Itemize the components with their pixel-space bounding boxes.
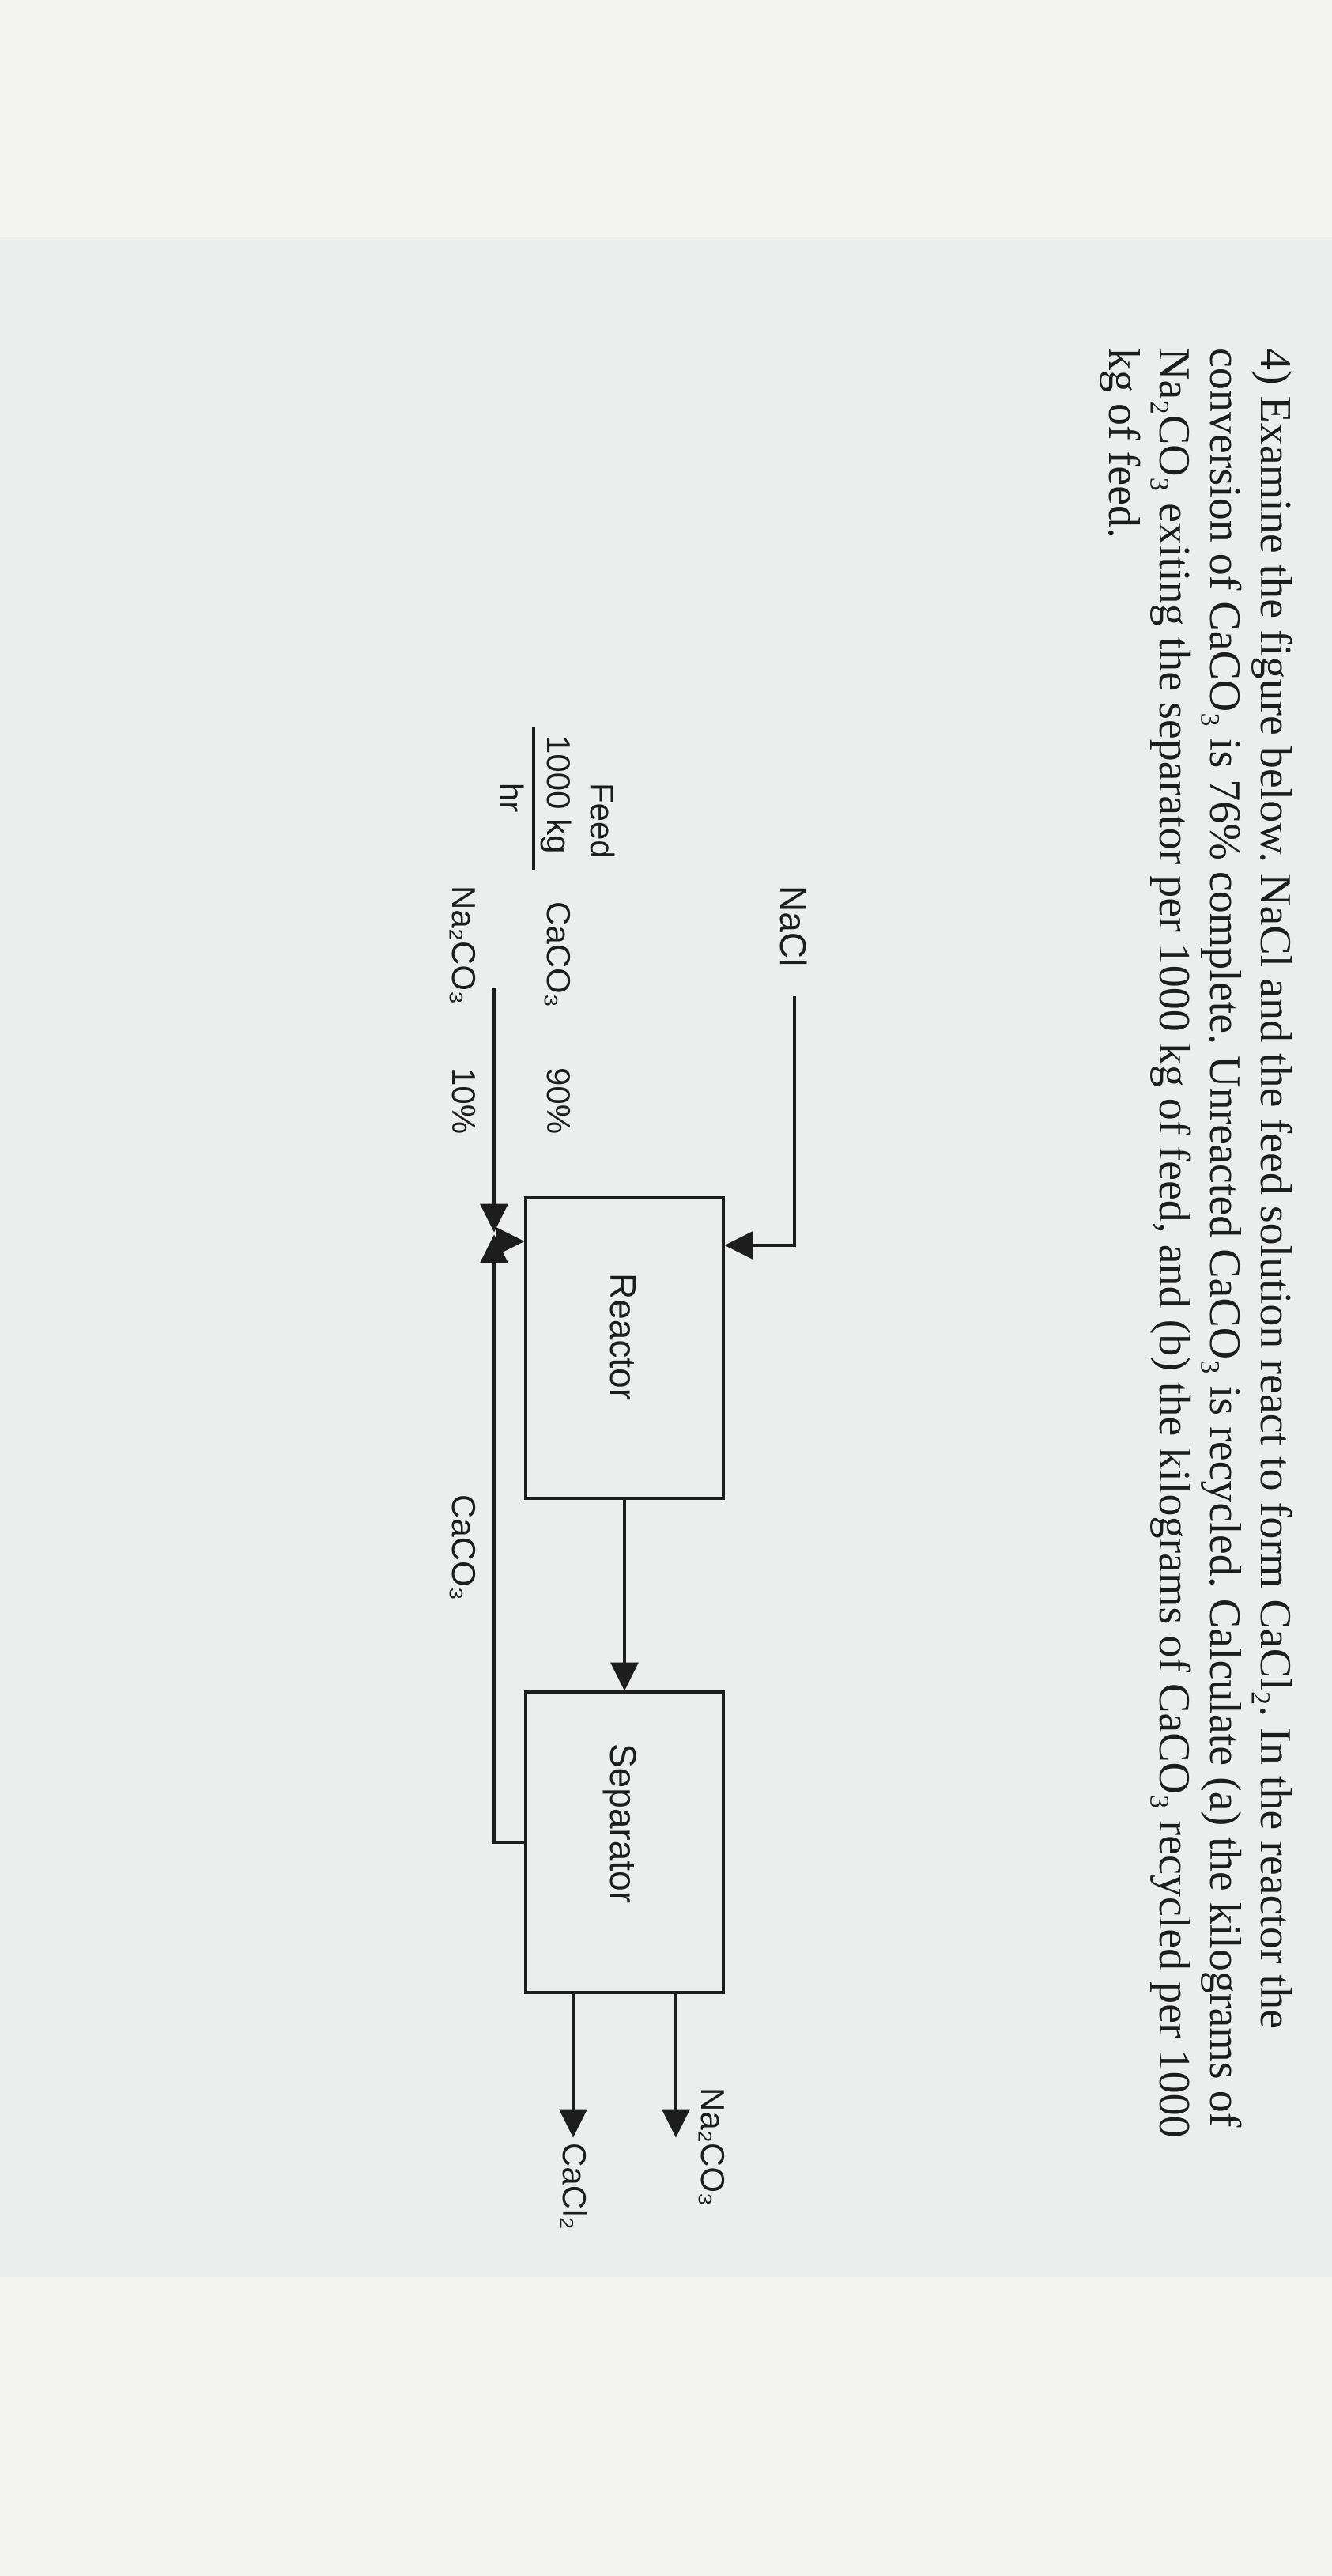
feed-component-1: CaCO₃	[540, 901, 577, 1007]
feed-rate-numerator: 1000 kg	[540, 735, 577, 854]
separator-label: Separator	[602, 1743, 643, 1904]
feed-component-1-pct: 90%	[540, 1067, 577, 1135]
flow-diagram	[480, 988, 796, 2138]
nacl-stream	[724, 996, 796, 1260]
paper-sheet	[0, 237, 1332, 2277]
feed-rate-divider	[532, 727, 535, 870]
product-2-label: CaCl₂	[556, 2143, 593, 2230]
recycle-label: CaCO₃	[445, 1494, 482, 1600]
reactor-label: Reactor	[602, 1273, 643, 1401]
product-1-label: Na₂CO₃	[694, 2087, 731, 2207]
recycle-stream	[480, 1234, 526, 1844]
feed-rate-denominator: hr	[492, 783, 530, 813]
feed-label: Feed	[583, 783, 621, 859]
rotated-page: 4) Examine the figure below. NaCl and th…	[225, 213, 1332, 2230]
nacl-label: NaCl	[772, 886, 813, 967]
feed-component-2: Na₂CO₃	[445, 886, 482, 1005]
feed-component-2-pct: 10%	[445, 1067, 482, 1135]
